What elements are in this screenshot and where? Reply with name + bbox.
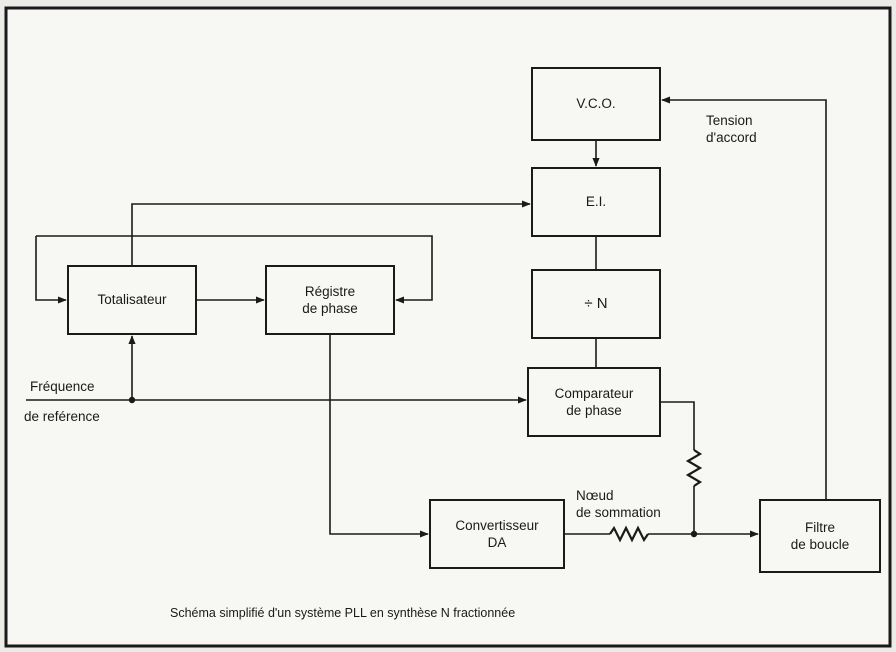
frequence-label-line2: de reférence	[24, 409, 100, 424]
totalisateur-block	[67, 265, 197, 335]
registre-label-line2: de phase	[302, 301, 358, 316]
loop-to-registre-arrow	[36, 235, 433, 304]
registre-label-line1: Régistre	[304, 284, 356, 299]
vco-block	[531, 67, 661, 141]
comparator-resistor	[685, 449, 703, 487]
dac-resistor	[609, 525, 649, 543]
totalisateur-label: Totalisateur	[97, 292, 167, 307]
comparateur-label-line2: de phase	[566, 403, 622, 418]
vco-label: V.C.O.	[576, 96, 616, 111]
divider-block	[531, 269, 661, 339]
convertisseur-block	[429, 499, 565, 569]
noeud-label-line2: de sommation	[576, 505, 661, 520]
filtre-label-line2: de boucle	[790, 537, 850, 552]
filter-to-vco-arrow	[661, 96, 827, 500]
comparateur-block	[527, 367, 661, 437]
frequence-label-line1: Fréquence	[30, 379, 95, 394]
tension-label-line1: Tension	[706, 113, 753, 128]
total-to-ei-arrow	[131, 200, 531, 266]
registre-block	[265, 265, 395, 335]
noeud-label-line1: Nœud	[576, 488, 614, 503]
filtre-label-line1: Filtre	[805, 520, 835, 535]
tension-label-line2: d'accord	[706, 130, 757, 145]
convertisseur-label-line1: Convertisseur	[455, 518, 539, 533]
loop-to-total-arrow	[35, 236, 67, 304]
comparator-output-wire	[660, 401, 695, 450]
reference-junction-dot	[128, 396, 136, 404]
convertisseur-label-line2: DA	[487, 535, 507, 550]
summing-node-dot	[690, 530, 698, 538]
filtre-block	[759, 499, 881, 573]
comparateur-label-line1: Comparateur	[554, 386, 634, 401]
divider-label: ÷ N	[584, 295, 608, 312]
registre-to-dac-arrow	[329, 334, 429, 538]
figure-caption: Schéma simplifié d'un système PLL en syn…	[170, 606, 516, 620]
ei-label: E.I.	[585, 194, 607, 209]
